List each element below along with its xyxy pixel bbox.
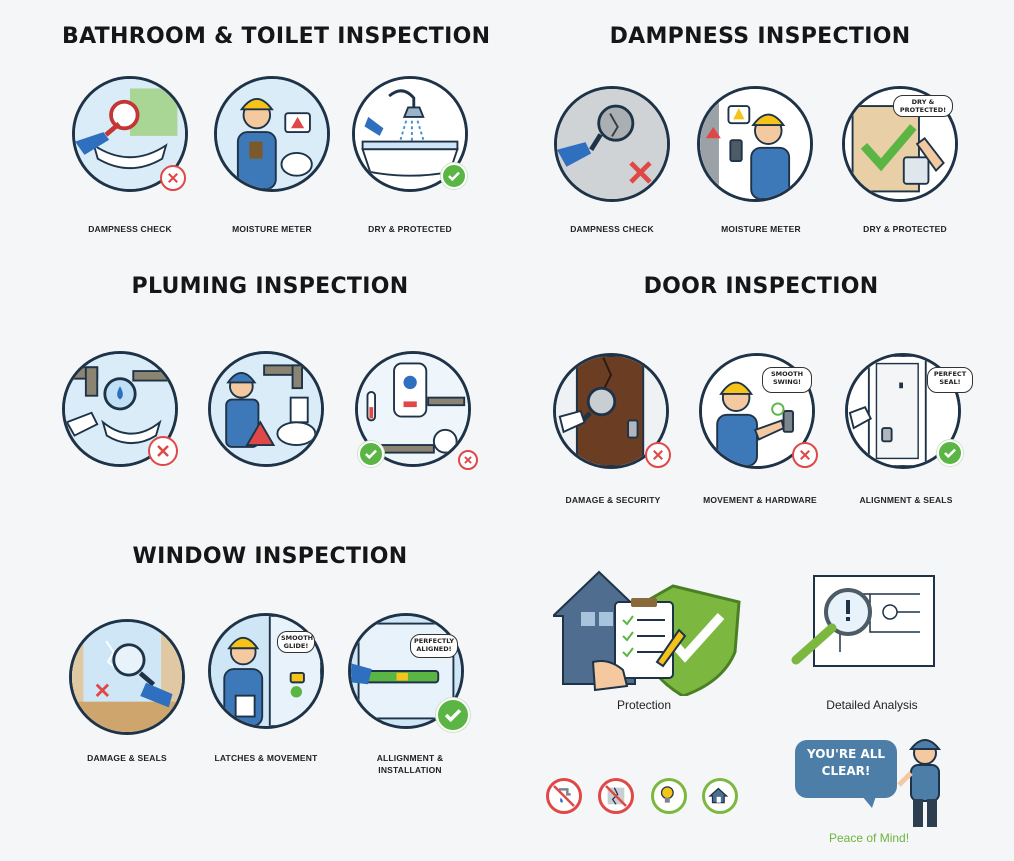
caption-window-damage-seals: DAMAGE & SEALS	[87, 753, 167, 763]
fail-x-icon	[160, 165, 186, 191]
section-title-window: WINDOW INSPECTION	[132, 544, 408, 569]
section-title-plumbing: PLUMING INSPECTION	[131, 274, 409, 299]
fail-x-icon	[458, 450, 478, 470]
speech-smooth-swing: SMOOTH SWING!	[762, 367, 812, 393]
speech-perfectly-aligned: PERFECTLY ALIGNED!	[410, 634, 458, 658]
speech-dry-protected: DRY & PROTECTED!	[893, 95, 953, 117]
no-leak-icon	[546, 778, 582, 814]
inspector-character	[897, 733, 953, 831]
section-title-dampness: DAMPNESS INSPECTION	[609, 24, 911, 49]
caption-window-alignment-line1: ALLIGNMENT &	[376, 753, 444, 763]
caption-bathroom-moisture-meter: MOISTURE METER	[232, 224, 312, 234]
all-clear-line1: YOU'RE ALL	[806, 747, 886, 761]
speech-perfect-seal: PERFECT SEAL!	[927, 367, 973, 393]
fail-x-icon	[645, 442, 671, 468]
all-clear-speech-bubble: YOU'RE ALL CLEAR!	[795, 740, 897, 798]
caption-bathroom-dampness-check: DAMPNESS CHECK	[88, 224, 172, 234]
section-title-bathroom: BATHROOM & TOILET INSPECTION	[62, 24, 491, 49]
pass-check-icon	[441, 163, 467, 189]
no-crack-icon	[598, 778, 634, 814]
caption-window-latches-movement: LATCHES & MOVEMENT	[214, 753, 318, 763]
caption-window-alignment-line2: INSTALLATION	[378, 765, 442, 775]
detailed-analysis-illustration	[790, 572, 940, 672]
bubble-tail	[862, 796, 876, 808]
bathroom-dampness-illustration	[72, 76, 188, 192]
all-clear-line2: CLEAR!	[821, 764, 871, 778]
pass-check-icon	[358, 441, 384, 467]
section-title-door: DOOR INSPECTION	[643, 274, 879, 299]
caption-door-damage-security: DAMAGE & SECURITY	[565, 495, 661, 505]
peace-of-mind-label: Peace of Mind!	[829, 831, 910, 845]
plumbing-toilet-warning-illustration	[208, 351, 324, 467]
detailed-analysis-label: Detailed Analysis	[826, 698, 918, 712]
window-damage-seals-illustration	[69, 619, 185, 735]
caption-dampness-moisture-meter: MOISTURE METER	[721, 224, 801, 234]
house-icon	[702, 778, 738, 814]
protection-label: Protection	[616, 698, 672, 712]
pass-check-icon	[937, 440, 963, 466]
pass-check-icon	[436, 698, 470, 732]
fail-x-icon	[148, 436, 178, 466]
caption-dampness-check: DAMPNESS CHECK	[570, 224, 654, 234]
fail-x-icon	[792, 442, 818, 468]
caption-door-alignment-seals: ALIGNMENT & SEALS	[859, 495, 953, 505]
bathroom-moisture-meter-illustration	[214, 76, 330, 192]
dampness-moisture-meter-illustration	[697, 86, 813, 202]
caption-dampness-dry-protected: DRY & PROTECTED	[863, 224, 947, 234]
lightbulb-icon	[651, 778, 687, 814]
protection-illustration	[550, 566, 743, 698]
caption-bathroom-dry-protected: DRY & PROTECTED	[368, 224, 452, 234]
caption-door-movement-hardware: MOVEMENT & HARDWARE	[703, 495, 817, 505]
speech-smooth-glide: SMOOTH GLIDE!	[277, 631, 315, 653]
dampness-check-illustration	[554, 86, 670, 202]
